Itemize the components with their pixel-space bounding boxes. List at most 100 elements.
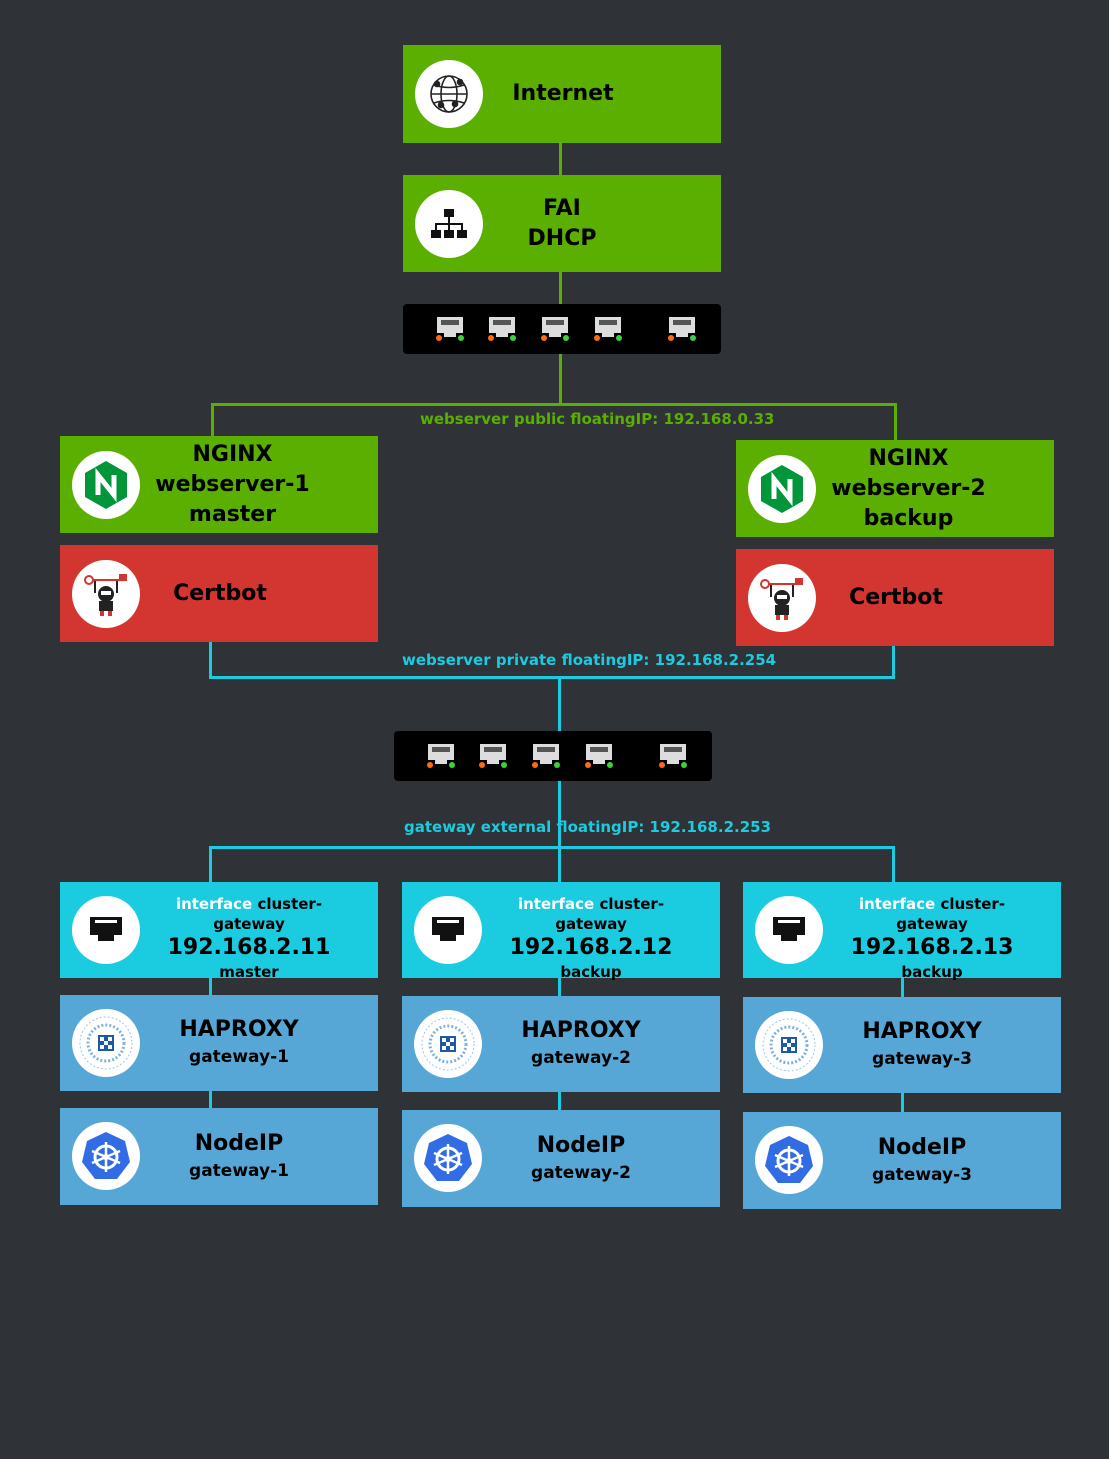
switch-port-icon xyxy=(478,743,508,768)
interface-2-name: cluster-gateway xyxy=(555,895,665,933)
switch-port-icon xyxy=(531,743,561,768)
interface-3-prefix: interface xyxy=(858,895,936,913)
interface-1-label: interface cluster-gateway 192.168.2.11 m… xyxy=(142,894,356,982)
haproxy-1-title: HAPROXY xyxy=(179,1017,299,1042)
switch-port-icon xyxy=(667,316,697,341)
link-haproxy2-node2 xyxy=(558,1092,561,1110)
webserver-2-line1: NGINX xyxy=(868,446,949,471)
interface-3-label: interface cluster-gateway 192.168.2.13 b… xyxy=(825,894,1039,982)
ethernet-port-icon xyxy=(72,896,140,964)
certbot-2-label: Certbot xyxy=(849,585,943,610)
switch-port-icon xyxy=(426,743,456,768)
public-floating-ip: webserver public floatingIP: 192.168.0.3… xyxy=(420,410,775,428)
webserver-1-label: NGINX webserver-1 master xyxy=(150,440,315,530)
webserver-2-label: NGINX webserver-2 backup xyxy=(826,444,991,534)
interface-2-node: interface cluster-gateway 192.168.2.12 b… xyxy=(402,882,720,981)
link-iface3-haproxy3 xyxy=(901,978,904,997)
fai-line1: FAI xyxy=(543,196,581,221)
switch-port-icon xyxy=(540,316,570,341)
nodeip-2-title: NodeIP xyxy=(536,1133,626,1158)
webserver-2-node: NGINX webserver-2 backup xyxy=(736,440,1054,537)
switch-port-icon xyxy=(487,316,517,341)
kubernetes-icon xyxy=(72,1122,140,1190)
haproxy-1-sub: gateway-1 xyxy=(189,1047,289,1067)
link-bus-gw2 xyxy=(558,846,561,882)
private-floating-ip: webserver private floatingIP: 192.168.2.… xyxy=(402,651,777,669)
webserver-1-node: NGINX webserver-1 master xyxy=(60,436,378,533)
haproxy-3-node: HAPROXY gateway-3 xyxy=(743,997,1061,1093)
webserver-1-line1: NGINX xyxy=(192,442,273,467)
nginx-icon xyxy=(748,455,816,523)
switch-port-icon xyxy=(435,316,465,341)
nodeip-3-label: NodeIP gateway-3 xyxy=(833,1133,1011,1187)
link-bus-web1 xyxy=(211,403,214,436)
haproxy-1-label: HAPROXY gateway-1 xyxy=(150,1015,328,1069)
certbot-robot-icon xyxy=(72,560,140,628)
gateway-bus xyxy=(209,846,895,849)
link-private-switch xyxy=(558,676,561,732)
nodeip-1-sub: gateway-1 xyxy=(189,1161,289,1181)
interface-2-role: backup xyxy=(560,963,622,981)
certbot-2-node: Certbot xyxy=(736,549,1054,646)
globe-icon xyxy=(415,60,483,128)
fai-line2: DHCP xyxy=(527,226,597,251)
interface-2-ip: 192.168.2.12 xyxy=(509,935,673,960)
haproxy-3-label: HAPROXY gateway-3 xyxy=(833,1017,1011,1071)
link-iface1-haproxy1 xyxy=(209,978,212,995)
haproxy-2-label: HAPROXY gateway-2 xyxy=(492,1016,670,1070)
switch-port-icon xyxy=(658,743,688,768)
nodeip-2-label: NodeIP gateway-2 xyxy=(492,1131,670,1185)
interface-3-name: cluster-gateway xyxy=(896,895,1006,933)
webserver-1-line3: master xyxy=(188,502,277,527)
haproxy-2-sub: gateway-2 xyxy=(531,1048,631,1068)
nodeip-1-label: NodeIP gateway-1 xyxy=(150,1129,328,1183)
interface-3-node: interface cluster-gateway 192.168.2.13 b… xyxy=(743,882,1061,981)
switch-port-icon xyxy=(584,743,614,768)
haproxy-1-node: HAPROXY gateway-1 xyxy=(60,995,378,1091)
link-bus-web2 xyxy=(894,403,897,440)
certbot-robot-icon xyxy=(748,564,816,632)
nodeip-1-title: NodeIP xyxy=(194,1131,284,1156)
link-haproxy3-node3 xyxy=(901,1093,904,1112)
interface-2-prefix: interface xyxy=(517,895,595,913)
interface-1-prefix: interface xyxy=(175,895,253,913)
interface-3-role: backup xyxy=(901,963,963,981)
certbot-1-node: Certbot xyxy=(60,545,378,642)
interface-1-ip: 192.168.2.11 xyxy=(167,935,331,960)
nodeip-3-node: NodeIP gateway-3 xyxy=(743,1112,1061,1209)
nginx-icon xyxy=(72,451,140,519)
link-iface2-haproxy2 xyxy=(558,978,561,996)
nodeip-1-node: NodeIP gateway-1 xyxy=(60,1108,378,1205)
haproxy-icon xyxy=(72,1009,140,1077)
internet-node: Internet xyxy=(403,45,721,143)
haproxy-icon xyxy=(414,1010,482,1078)
nodeip-3-sub: gateway-3 xyxy=(872,1165,972,1185)
link-bus-gw1 xyxy=(209,846,212,882)
interface-1-title: interface cluster-gateway xyxy=(142,894,356,934)
nodeip-3-title: NodeIP xyxy=(877,1135,967,1160)
certbot-1-label: Certbot xyxy=(173,581,267,606)
fai-dhcp-node: FAI DHCP xyxy=(403,175,721,272)
gateway-floating-ip: gateway external floatingIP: 192.168.2.2… xyxy=(404,818,772,836)
network-switch-public xyxy=(403,304,721,354)
haproxy-3-sub: gateway-3 xyxy=(872,1049,972,1069)
haproxy-2-title: HAPROXY xyxy=(521,1018,641,1043)
link-cert2-private xyxy=(892,646,895,679)
interface-2-title: interface cluster-gateway xyxy=(484,894,698,934)
interface-3-title: interface cluster-gateway xyxy=(825,894,1039,934)
link-fai-switch xyxy=(559,272,562,304)
network-tree-icon xyxy=(415,190,483,258)
internet-label: Internet xyxy=(512,81,614,106)
interface-2-label: interface cluster-gateway 192.168.2.12 b… xyxy=(484,894,698,982)
haproxy-2-node: HAPROXY gateway-2 xyxy=(402,996,720,1092)
kubernetes-icon xyxy=(414,1124,482,1192)
ethernet-port-icon xyxy=(755,896,823,964)
private-bus xyxy=(209,676,895,679)
link-cert1-private xyxy=(209,642,212,679)
webserver-2-line2: webserver-2 xyxy=(831,476,986,501)
public-bus xyxy=(211,403,897,406)
interface-3-ip: 192.168.2.13 xyxy=(850,935,1014,960)
link-switch-down xyxy=(559,354,562,405)
network-switch-private xyxy=(394,731,712,781)
nodeip-2-node: NodeIP gateway-2 xyxy=(402,1110,720,1207)
